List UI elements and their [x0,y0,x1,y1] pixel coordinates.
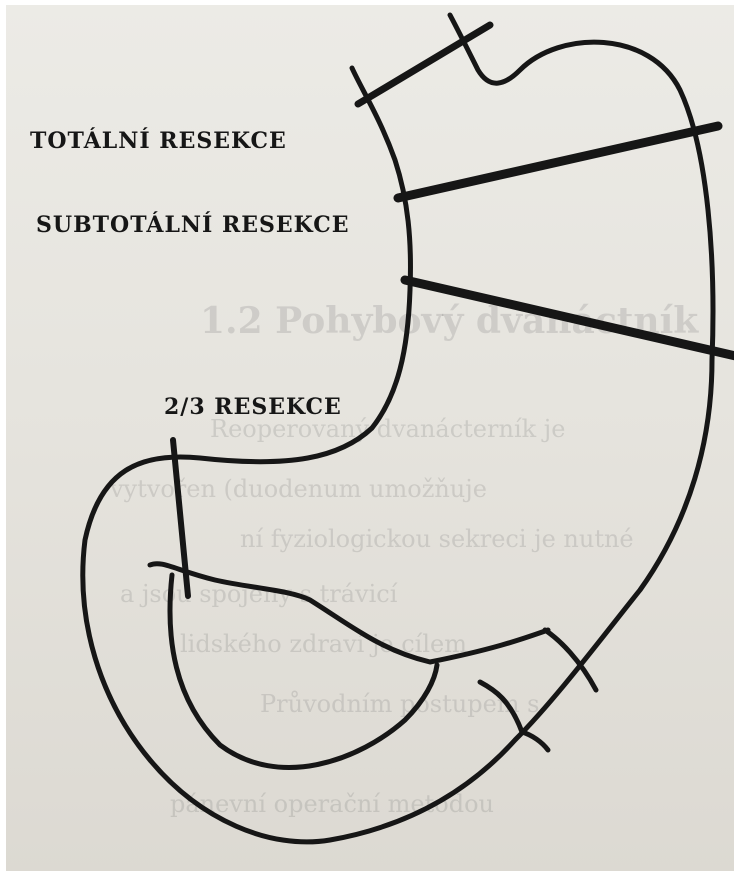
total-resection-line [358,25,490,104]
photo-border [0,871,740,877]
total-resection-label: TOTÁLNÍ RESEKCE [30,128,287,154]
pyloric-notch [480,682,522,732]
inner-arc [170,575,437,767]
photo-border [734,0,740,877]
photo-border [0,0,740,5]
two-thirds-resection-line [173,440,188,596]
middle-resection-line [405,280,740,357]
two-thirds-resection-label: 2/3 RESEKCE [164,394,342,420]
pyloric-notch [522,732,548,750]
subtotal-resection-label: SUBTOTÁLNÍ RESEKCE [36,212,350,238]
inner-contour [150,564,548,662]
subtotal-resection-line [398,126,718,198]
photo-border [0,0,6,877]
